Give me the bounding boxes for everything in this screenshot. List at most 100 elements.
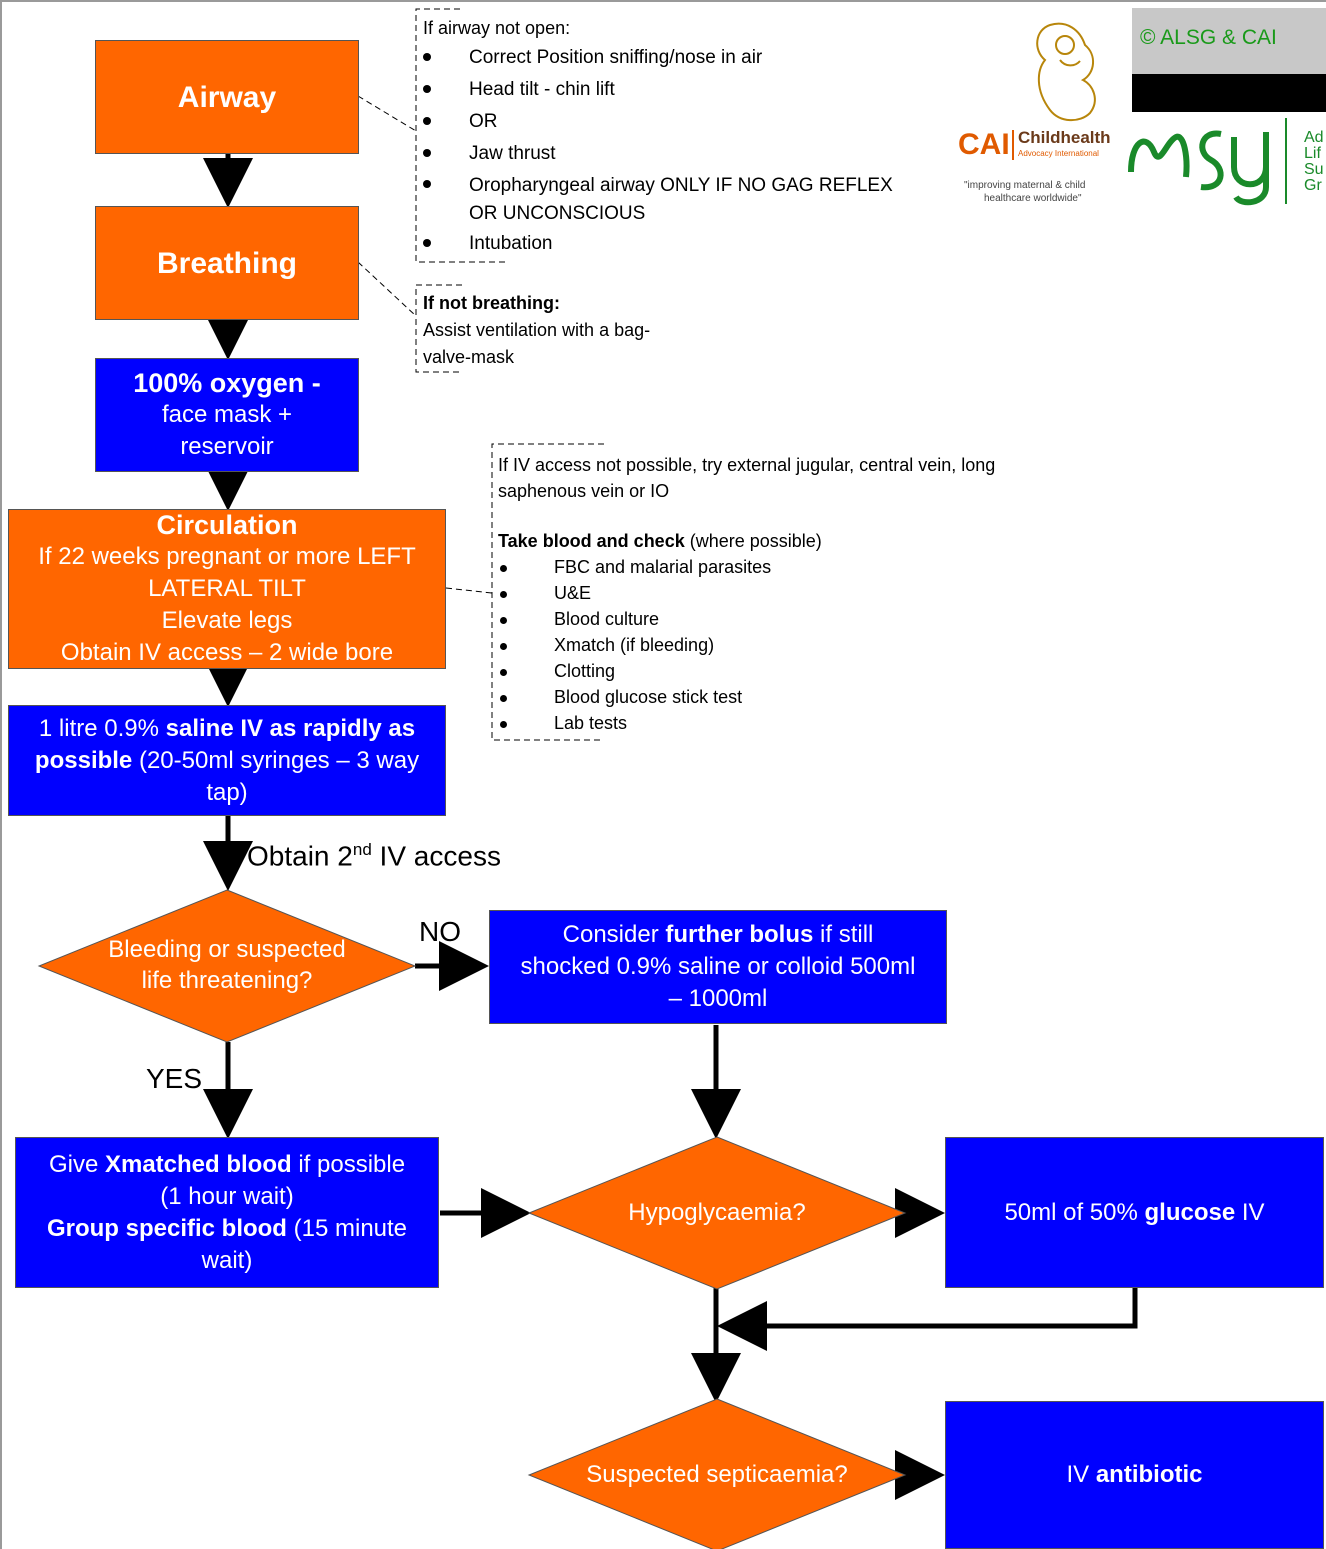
mother-child-logo-icon xyxy=(1036,22,1096,122)
list-item: Oropharyngeal airway ONLY IF NO GAG REFL… xyxy=(423,170,963,228)
saline-line2: possible (20-50ml syringes – 3 way xyxy=(35,745,419,777)
airway-note-heading: If airway not open: xyxy=(423,18,571,38)
bullet-icon xyxy=(500,643,507,650)
circulation-line4: Obtain IV access – 2 wide bore xyxy=(60,639,394,666)
bolus-line2: shocked 0.9% saline or colloid 500ml xyxy=(520,953,916,980)
airway-box: Airway xyxy=(95,40,359,154)
breathing-note-line1: Assist ventilation with a bag- xyxy=(423,320,651,340)
glucose-pre: 50ml of 50% xyxy=(1004,1198,1145,1226)
bleeding-line2: life threatening? xyxy=(141,967,313,995)
breathing-note-bracket xyxy=(415,284,462,373)
alsg-logo: Ad Lif Su Gr xyxy=(1126,112,1326,212)
saline-part3: tap) xyxy=(206,778,248,806)
airway-note-item: Correct Position sniffing/nose in air xyxy=(469,47,763,68)
iv-note-heading-rest: (where possible) xyxy=(684,531,822,551)
iv-note-connector xyxy=(445,587,493,594)
bullet-icon xyxy=(500,565,507,572)
glucose-box: 50ml of 50% glucose IV xyxy=(945,1137,1324,1288)
antibiotic-box: IV antibiotic xyxy=(945,1401,1324,1549)
bleeding-diamond xyxy=(37,889,417,1043)
saline-part2: (20-50ml syringes – 3 way xyxy=(132,746,420,774)
xmatch-post2: (15 minute xyxy=(286,1214,408,1242)
airway-note-item: Oropharyngeal airway ONLY IF NO GAG REFL… xyxy=(469,175,893,196)
saline-line1: 1 litre 0.9% saline IV as rapidly as xyxy=(39,713,415,745)
breathing-note-connector xyxy=(357,261,417,317)
bullet-icon xyxy=(500,721,507,728)
alsg-logo-icon xyxy=(1128,118,1287,206)
iv-note-item: Clotting xyxy=(554,661,616,681)
septic-diamond xyxy=(527,1398,907,1549)
list-item: U&E xyxy=(498,580,1118,606)
circulation-line3: Elevate legs xyxy=(161,607,293,634)
list-item: Blood culture xyxy=(498,606,1118,632)
cai-name: CAI xyxy=(958,128,1010,161)
bolus-line1: Consider further bolus if still xyxy=(563,919,874,951)
breathing-note-heading: If not breathing: xyxy=(423,293,560,313)
bleeding-text: Bleeding or suspected life threatening? xyxy=(60,934,394,996)
airway-note-connector xyxy=(357,95,417,132)
airway-note: If airway not open: Correct Position sni… xyxy=(423,14,963,260)
oxygen-box: 100% oxygen - face mask + reservoir xyxy=(95,358,359,472)
circulation-line2: LATERAL TILT xyxy=(148,575,306,602)
bullet-icon xyxy=(423,117,431,125)
alsg-text-3: Su xyxy=(1304,161,1324,178)
alsg-text-2: Lif xyxy=(1304,145,1321,162)
iv-note-heading: Take blood and check (where possible) xyxy=(498,528,1118,554)
saline-bold2: possible xyxy=(34,746,133,774)
xmatch-post1: if possible xyxy=(291,1150,406,1178)
alsg-text: Ad Lif Su Gr xyxy=(1304,130,1324,194)
iv-note-item: FBC and malarial parasites xyxy=(554,557,772,577)
breathing-title: Breathing xyxy=(156,246,297,280)
airway-title: Airway xyxy=(177,80,277,114)
bolus-line3: – 1000ml xyxy=(668,985,768,1012)
iv-note-item: Lab tests xyxy=(554,713,628,733)
iv-note-line1: If IV access not possible, try external … xyxy=(498,455,996,475)
bleeding-line1: Bleeding or suspected xyxy=(108,936,346,963)
xmatch-bold2: Group specific blood xyxy=(46,1214,287,1242)
yes-label: YES xyxy=(146,1063,203,1094)
xmatch-line3: Group specific blood (15 minute xyxy=(47,1213,407,1245)
alsg-text-4: Gr xyxy=(1304,177,1322,194)
bullet-icon xyxy=(423,53,431,61)
xmatch-line2: (1 hour wait) xyxy=(160,1182,294,1210)
list-item: Jaw thrust xyxy=(423,138,963,170)
cai-tagline-2: healthcare worldwide" xyxy=(984,193,1082,204)
iv-note-item: Blood glucose stick test xyxy=(554,687,743,707)
bullet-icon xyxy=(423,85,431,93)
list-item: Lab tests xyxy=(498,710,1118,736)
saline-box: 1 litre 0.9% saline IV as rapidly as pos… xyxy=(8,705,446,816)
airway-note-bracket xyxy=(415,8,508,263)
antibiotic-line: IV antibiotic xyxy=(1066,1459,1202,1490)
iv-note-line2: saphenous vein or IO xyxy=(498,481,670,501)
antibiotic-pre: IV xyxy=(1066,1461,1096,1489)
septic-text: Suspected septicaemia? xyxy=(586,1461,848,1488)
list-item: Head tilt - chin lift xyxy=(423,74,963,106)
oxygen-line2: reservoir xyxy=(180,433,274,460)
cai-tagline-1: "improving maternal & child xyxy=(964,180,1086,191)
xmatch-pre: Give xyxy=(48,1150,105,1178)
breathing-note-line2: valve-mask xyxy=(423,347,515,367)
header-band xyxy=(1132,8,1326,74)
bullet-icon xyxy=(423,180,431,188)
saline-bold1: saline IV as rapidly as xyxy=(165,714,416,742)
second-iv-pre: Obtain 2 xyxy=(247,840,353,872)
bullet-icon xyxy=(500,617,507,624)
iv-note-list: FBC and malarial parasites U&E Blood cul… xyxy=(498,554,1118,736)
airway-note-item: OR xyxy=(469,111,498,132)
xmatch-line4: wait) xyxy=(201,1246,253,1274)
bullet-icon xyxy=(500,591,507,598)
circulation-line1: If 22 weeks pregnant or more LEFT xyxy=(38,543,416,570)
iv-note: If IV access not possible, try external … xyxy=(498,452,1118,736)
bolus-box: Consider further bolus if still shocked … xyxy=(489,910,947,1024)
list-item: OR xyxy=(423,106,963,138)
oxygen-title: 100% oxygen - xyxy=(133,368,321,398)
iv-note-bracket xyxy=(491,443,604,741)
no-label: NO xyxy=(419,916,461,947)
airway-note-item-cont: OR UNCONSCIOUS xyxy=(469,203,646,224)
list-item: Intubation xyxy=(423,228,963,260)
cai-divider xyxy=(1012,130,1014,160)
antibiotic-bold: antibiotic xyxy=(1095,1461,1203,1489)
cai-logo: CAI Childhealth Advocacy International "… xyxy=(950,0,1130,215)
saline-part1: 1 litre 0.9% xyxy=(38,714,166,742)
